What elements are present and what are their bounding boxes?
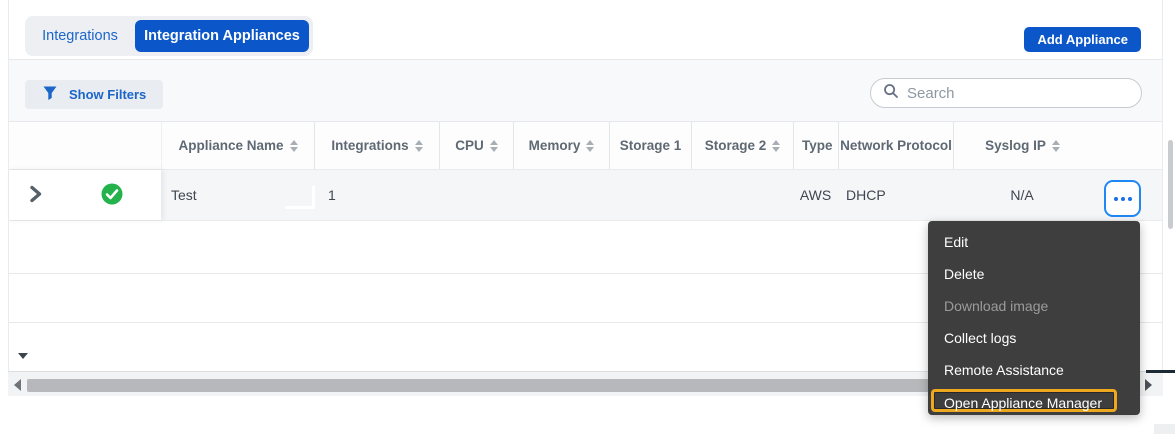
scrollbar-corner	[1154, 424, 1175, 434]
cell-type: AWS	[799, 187, 832, 203]
cell-storage-1	[609, 170, 691, 220]
column-header-label: Integrations	[331, 138, 409, 153]
show-filters-label: Show Filters	[69, 87, 147, 102]
column-header-storage-1[interactable]: Storage 1	[609, 122, 691, 169]
sort-icon	[489, 139, 498, 152]
table-row[interactable]: Test 1 AWS DHCP N/A	[9, 170, 1162, 221]
sort-icon	[772, 139, 781, 152]
show-filters-button[interactable]: Show Filters	[25, 80, 164, 109]
scroll-left-icon[interactable]	[14, 379, 21, 391]
filter-bar: Show Filters	[9, 60, 1162, 122]
panel-right-border	[1162, 0, 1163, 371]
tab-integration-appliances[interactable]: Integration Appliances	[135, 20, 309, 52]
tab-group: Integrations Integration Appliances	[25, 16, 313, 56]
sort-icon	[414, 139, 423, 152]
column-header-expand	[9, 122, 63, 169]
column-header-type[interactable]: Type	[793, 122, 838, 169]
cell-appliance-name: Test	[171, 187, 197, 203]
column-header-label: Network Protocol	[840, 138, 952, 153]
panel-left-border	[8, 0, 9, 371]
sort-icon	[586, 139, 595, 152]
menu-item-open-appliance-manager[interactable]: Open Appliance Manager	[931, 389, 1117, 412]
column-header-label: Syslog IP	[985, 138, 1046, 153]
empty-row-divider	[9, 322, 1162, 323]
search-input[interactable]	[907, 84, 1141, 102]
cell-storage-2	[691, 170, 793, 220]
column-header-integrations[interactable]: Integrations	[314, 122, 439, 169]
filter-icon	[42, 85, 58, 104]
row-actions-menu-button[interactable]	[1104, 180, 1141, 217]
menu-item-download-image: Download image	[944, 298, 1049, 314]
column-header-cpu[interactable]: CPU	[439, 122, 513, 169]
ellipsis-icon	[1113, 196, 1118, 201]
menu-item-collect-logs[interactable]: Collect logs	[944, 330, 1017, 346]
menu-item-edit[interactable]: Edit	[944, 234, 969, 250]
ellipsis-icon	[1120, 196, 1125, 201]
tab-integrations[interactable]: Integrations	[42, 28, 118, 44]
scroll-right-icon[interactable]	[1145, 379, 1152, 391]
sort-icon	[1051, 139, 1060, 152]
column-header-label: Appliance Name	[178, 138, 284, 153]
column-header-appliance-name[interactable]: Appliance Name	[161, 122, 314, 169]
column-header-syslog-ip[interactable]: Syslog IP	[953, 122, 1091, 169]
menu-item-delete[interactable]: Delete	[944, 266, 985, 282]
ellipsis-icon	[1127, 196, 1132, 201]
status-ok-icon	[101, 183, 123, 208]
column-header-label: CPU	[455, 138, 484, 153]
column-header-label: Type	[802, 138, 833, 153]
table-header-row: Appliance Name Integrations CPU Memory S…	[9, 122, 1162, 170]
caret-down-icon[interactable]	[18, 353, 28, 359]
column-header-status	[63, 122, 161, 169]
cell-memory	[513, 170, 609, 220]
column-header-network-protocol[interactable]: Network Protocol	[838, 122, 953, 169]
sort-icon	[289, 139, 298, 152]
cell-syslog-ip: N/A	[1010, 187, 1034, 203]
vertical-scrollbar-thumb[interactable]	[1168, 140, 1173, 229]
empty-row-divider	[9, 273, 1162, 274]
column-header-storage-2[interactable]: Storage 2	[691, 122, 793, 169]
search-icon	[883, 83, 899, 104]
menu-item-remote-assistance[interactable]: Remote Assistance	[944, 362, 1064, 378]
tabs-bar: Integrations Integration Appliances Add …	[9, 0, 1162, 60]
chevron-right-icon	[29, 185, 43, 206]
frozen-columns	[9, 170, 161, 220]
expand-row-button[interactable]	[9, 170, 63, 220]
column-header-label: Memory	[528, 138, 581, 153]
horizontal-scrollbar-thumb[interactable]	[27, 379, 1140, 392]
column-header-label: Storage 1	[619, 138, 682, 153]
status-cell	[63, 170, 161, 220]
add-appliance-button[interactable]: Add Appliance	[1024, 27, 1141, 52]
cell-integrations: 1	[328, 187, 336, 203]
cell-cpu	[439, 170, 513, 220]
cell-network-protocol: DHCP	[846, 187, 886, 203]
search-box	[870, 78, 1142, 108]
column-header-actions	[1091, 122, 1162, 169]
cell-highlight-artifact	[285, 186, 315, 209]
dark-line-segment	[1146, 370, 1175, 373]
row-context-menu: Edit Delete Download image Collect logs …	[928, 221, 1140, 415]
column-header-label: Storage 2	[704, 138, 767, 153]
column-header-memory[interactable]: Memory	[513, 122, 609, 169]
